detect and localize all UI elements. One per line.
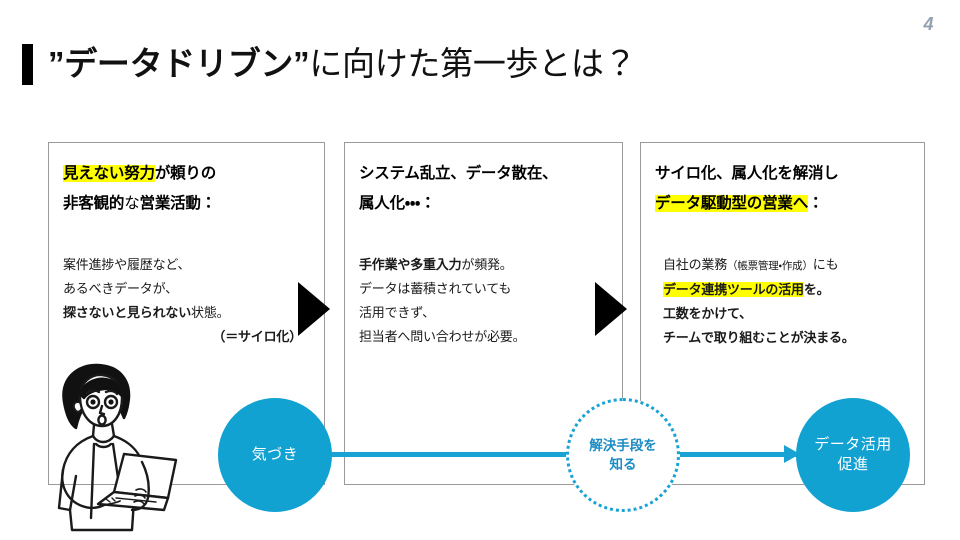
panel-2-heading-line-2: 属人化・・・：: [359, 195, 436, 212]
panel-3-body-line-1-post: にも: [812, 257, 839, 272]
panel-2-heading-line-1: システム乱立、データ散在、: [359, 165, 558, 182]
circle-promote-line-1: データ活用: [814, 436, 892, 453]
panel-1-heading-line-2-mid: な: [124, 195, 140, 212]
panel-1-body-bold: 探さないと見られない: [63, 305, 192, 320]
panel-2-body: 手作業や多重入力が頻発。 データは蓄積されていても 活用できず、 担当者へ問い合…: [359, 253, 622, 349]
panel-2-body-bold: 手作業や多重入力: [359, 257, 462, 272]
panel-2-body-bold-tail: が頻発。: [461, 257, 513, 272]
panel-3-heading-line-1: サイロ化、属人化を解消し: [655, 165, 839, 182]
arrow-triangle-panel2-to-panel3: [595, 282, 627, 336]
panel-3-body-line-1: 自社の業務（帳票管理・作成）にも: [663, 253, 924, 278]
panel-3-body-line-2: データ連携ツールの活用を。: [663, 278, 924, 302]
panel-3-body-line-2-rest: を。: [803, 282, 830, 297]
panel-data-driven-goal: サイロ化、属人化を解消し データ駆動型の営業へ： 自社の業務（帳票管理・作成）に…: [640, 142, 925, 485]
page-title: ”データドリブン”に向けた第一歩とは？: [48, 42, 637, 86]
panel-1-heading-line-2: 非客観的な営業活動：: [63, 189, 324, 219]
panel-1-heading-line-2-bold: 非客観的: [63, 195, 125, 212]
panel-1-body-line-2: あるべきデータが、: [63, 281, 178, 296]
title-remainder: に向けた第一歩とは？: [309, 45, 637, 82]
panel-3-heading-line-2-rest: ：: [808, 195, 824, 212]
person-with-laptop-illustration: [57, 363, 178, 532]
panel-1-highlight-invisible-effort: 見えない努力: [63, 165, 155, 182]
panel-2-body-line-2: データは蓄積されていても: [359, 281, 512, 296]
panel-3-highlight-integration-tool: データ連携ツールの活用: [663, 282, 804, 297]
panel-1-heading-line-2-rest: 営業活動：: [139, 195, 217, 212]
panel-1-body: 案件進捗や履歴など、 あるべきデータが、 探さないと見られない状態。 （＝サイロ…: [63, 253, 324, 349]
circle-awareness-label: 気づき: [251, 446, 299, 463]
panel-2-heading: システム乱立、データ散在、 属人化・・・：: [359, 159, 622, 219]
panel-1-heading-line-1: 見えない努力が頼りの: [63, 159, 324, 189]
title-accent-bar: [22, 44, 33, 85]
panel-3-body-line-1-parenthetical: （帳票管理・作成）: [727, 260, 813, 272]
panel-1-body-line-3: 探さないと見られない状態。: [63, 301, 324, 325]
panel-2-body-line-1: 手作業や多重入力が頻発。: [359, 253, 622, 277]
title-quoted-term: ”データドリブン”: [48, 45, 310, 82]
panel-1-body-bold-tail: 状態。: [191, 305, 230, 320]
flow-connector-line: [300, 452, 805, 457]
panel-3-body-line-3: 工数をかけて、: [663, 306, 752, 321]
panel-3-heading: サイロ化、属人化を解消し データ駆動型の営業へ：: [655, 159, 924, 219]
page-number: 4: [923, 14, 934, 34]
panel-2-body-line-3: 活用できず、: [359, 305, 435, 320]
panel-3-highlight-data-driven-sales: データ駆動型の営業へ: [655, 195, 809, 212]
panel-3-heading-line-2: データ駆動型の営業へ：: [655, 189, 924, 219]
circle-know-solution-labels: 解決手段を 知る: [589, 436, 657, 474]
panel-2-body-line-4: 担当者へ問い合わせが必要。: [359, 329, 526, 344]
circle-promote-labels: データ活用 促進: [814, 435, 892, 475]
panel-1-heading-line-1-rest: が頼りの: [154, 165, 217, 182]
panel-1-body-note: （＝サイロ化）: [212, 329, 302, 344]
panel-1-body-line-1: 案件進捗や履歴など、: [63, 257, 191, 272]
circle-awareness[interactable]: 気づき: [218, 398, 332, 512]
circle-know-solution[interactable]: 解決手段を 知る: [566, 398, 680, 512]
circle-know-solution-line-2: 知る: [609, 457, 637, 472]
panel-3-body-line-4: チームで取り組むことが決まる。: [663, 330, 855, 345]
circle-promote-data-usage[interactable]: データ活用 促進: [796, 398, 910, 512]
arrow-triangle-panel1-to-panel2: [298, 282, 330, 336]
panel-3-body: 自社の業務（帳票管理・作成）にも データ連携ツールの活用を。 工数をかけて、 チ…: [663, 253, 924, 350]
circle-know-solution-line-1: 解決手段を: [589, 438, 657, 453]
panel-1-heading: 見えない努力が頼りの 非客観的な営業活動：: [63, 159, 324, 219]
circle-promote-line-2: 促進: [837, 456, 869, 473]
panel-3-body-line-1-pre: 自社の業務: [663, 257, 728, 272]
